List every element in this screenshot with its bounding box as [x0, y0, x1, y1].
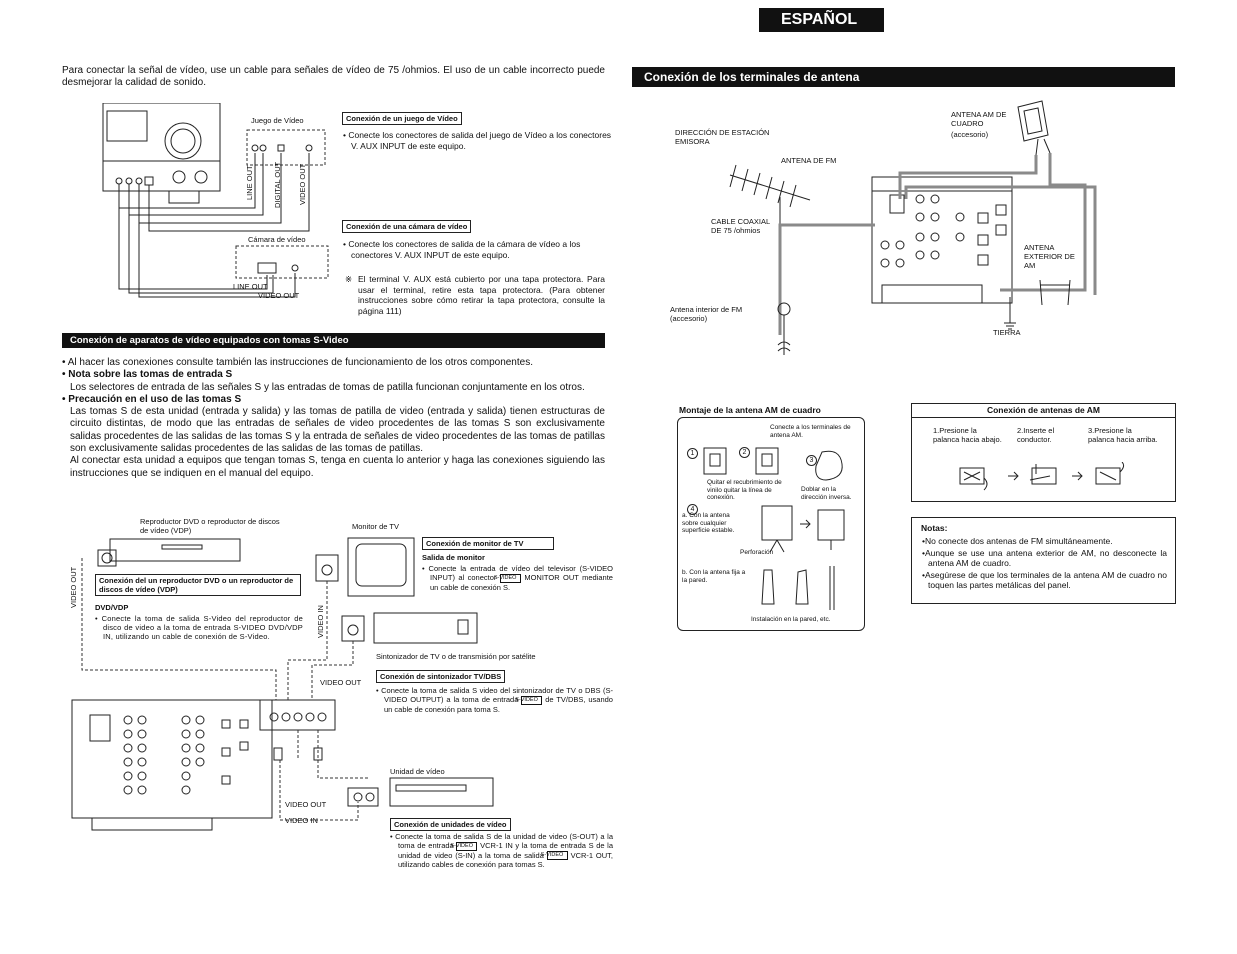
- assembly-wall-text: Instalación en la pared, etc.: [751, 616, 831, 623]
- line-out-label: LINE OUT: [245, 165, 254, 200]
- assembly-a-text: a. Con la antena sobre cualquier superfi…: [682, 512, 735, 534]
- note-mark: ※: [345, 274, 353, 284]
- note-text: El terminal V. AUX está cubierto por una…: [358, 274, 605, 316]
- am-connection-panel: [911, 403, 1176, 502]
- svideo-body: • Al hacer las conexiones consulte tambi…: [62, 357, 605, 480]
- svideo-p3: Las tomas S de esta unidad (entrada y sa…: [70, 406, 605, 455]
- camera-video-out-label: VIDEO OUT: [258, 291, 300, 300]
- svideo-tag: S-VIDEO: [515, 695, 543, 705]
- assembly-b-text: b. Con la antena fija a la pared.: [682, 569, 746, 584]
- monitor-text-a: • Conecte la entrada de vídeo del televi…: [422, 564, 613, 582]
- direction-label: DIRECCIÓN DE ESTACIÓN EMISORA: [675, 128, 770, 146]
- monitor-sub-title: Salida de monitor: [422, 553, 485, 562]
- dvd-sub-title: DVD/VDP: [95, 603, 129, 612]
- am-step-1: 1.Presione la palanca hacia abajo.: [933, 426, 1002, 444]
- svideo-h3: • Precaución en el uso de las tomas S: [62, 393, 242, 405]
- svideo-p1: • Al hacer las conexiones consulte tambi…: [62, 357, 533, 368]
- monitor-text-b: MONITOR OUT mediante un cable de conexió…: [430, 573, 613, 592]
- note-item: •Aunque se use una antena exterior de AM…: [922, 547, 1167, 569]
- intro-paragraph: Para conectar la señal de vídeo, use un …: [62, 65, 605, 89]
- svideo-h2: • Nota sobre las tomas de entrada S: [62, 369, 233, 381]
- step-1: 1: [687, 442, 698, 460]
- fm-indoor-label: Antena interior de FM: [670, 305, 743, 314]
- step-3: 3: [806, 449, 817, 467]
- video-game-camera-diagram: [102, 103, 329, 298]
- assembly-title: Montaje de la antena AM de cuadro: [679, 405, 821, 415]
- vcr-connection-title: Conexión de unidades de vídeo: [390, 818, 511, 831]
- video-out-label: VIDEO OUT: [298, 163, 307, 205]
- assembly-hole-text: Perforación: [740, 549, 774, 556]
- svideo-p2: Los selectores de entrada de las señales…: [70, 381, 585, 393]
- am-step-3: 3.Presione la palanca hacia arriba.: [1088, 426, 1158, 444]
- svideo-heading: Conexión de aparatos de vídeo equipados …: [62, 333, 605, 348]
- monitor-connection-text: • Conecte la entrada de vídeo del televi…: [422, 564, 613, 592]
- am-step-2: 2.Inserte el conductor.: [1017, 426, 1055, 444]
- video-game-label: Juego de Vídeo: [251, 116, 304, 125]
- tuner-video-out-label: VIDEO OUT: [320, 678, 362, 687]
- dvd-connection-text: • Conecte la toma de salida S-Video del …: [95, 614, 303, 641]
- am-connection-title: Conexión de antenas de AM: [986, 405, 1101, 415]
- tv-monitor-label: Monitor de TV: [352, 522, 399, 531]
- monitor-connection-title: Conexión de monitor de TV: [422, 537, 554, 550]
- am-outdoor-label: ANTENA EXTERIOR DE AM: [1024, 243, 1075, 270]
- step-4: 4: [687, 498, 698, 516]
- tuner-text-b: de TV/DBS, usando un cable de conexión p…: [384, 695, 613, 714]
- antenna-diagram: [729, 100, 1097, 355]
- game-connection-title: Conexión de un juego de Vídeo: [342, 112, 462, 125]
- assembly-remove-text: Quitar el recubrimiento de vinilo quitar…: [707, 479, 782, 501]
- camera-connection-text: • Conecte los conectores de salida de la…: [343, 239, 581, 260]
- vcr-text-a: • Conecte la toma de salida S de la unid…: [390, 832, 613, 850]
- vcr-connection-text: • Conecte la toma de salida S de la unid…: [390, 832, 613, 869]
- camera-connection-title: Conexión de una cámara de vídeo: [342, 220, 472, 233]
- am-loop-label: ANTENA AM DE CUADRO: [951, 110, 1007, 128]
- dvd-connection-title: Conexión del un reproductor DVD o un rep…: [95, 574, 301, 596]
- tuner-connection-title: Conexión de sintonizador TV/DBS: [376, 670, 506, 683]
- step-2: 2: [739, 441, 750, 459]
- am-title-divider: [911, 417, 1176, 418]
- dvd-player-label: Reproductor DVD o reproductor de discos …: [140, 517, 280, 535]
- tuner-text-a: • Conecte la toma de salida S video del …: [376, 686, 613, 704]
- antenna-heading: Conexión de los terminales de antena: [632, 67, 1175, 87]
- game-connection-text: • Conecte los conectores de salida del j…: [343, 130, 612, 151]
- note-item: •No conecte dos antenas de FM simultánea…: [922, 536, 1113, 546]
- fm-antenna-label: ANTENA DE FM: [781, 156, 837, 165]
- assembly-drawings: [703, 447, 845, 610]
- vcr-text-c: VCR-1 OUT, utilizando cables de conexión…: [398, 850, 613, 870]
- tuner-label: Sintonizador de TV o de transmisión por …: [376, 652, 536, 661]
- svideo-tag: S-VIDEO: [494, 573, 521, 583]
- assembly-connect-text: Conecte a los terminales de antena AM.: [770, 424, 851, 439]
- monitor-video-in-vertical: VIDEO IN: [316, 605, 325, 638]
- vcr-label: Unidad de vídeo: [390, 767, 445, 776]
- note-item: •Asegúrese de que los terminales de la a…: [922, 569, 1167, 591]
- vcr-video-in-label: VIDEO IN: [285, 816, 318, 825]
- svideo-tag: S-VIDEO: [450, 841, 478, 851]
- ground-label: TIERRA: [993, 328, 1021, 337]
- svideo-p4: Al conectar esta unidad a equipos que te…: [70, 455, 605, 479]
- camera-label: Cámara de vídeo: [248, 235, 306, 244]
- digital-out-label: DIGITAL OUT: [273, 161, 282, 208]
- coax-cable-label: CABLE COAXIAL DE 75 /ohmios: [711, 217, 770, 235]
- notes-list: •No conecte dos antenas de FM simultánea…: [922, 536, 1167, 591]
- am-connection-drawings: [959, 462, 1125, 491]
- notes-panel: [911, 517, 1176, 604]
- svideo-connection-diagram: [71, 537, 494, 831]
- am-loop-accessory: (accesorio): [951, 130, 989, 139]
- language-badge: ESPAÑOL: [759, 8, 884, 32]
- assembly-bend-text: Doblar en la dirección inversa.: [801, 486, 852, 501]
- vcr-text-b: VCR-1 IN y la toma de entrada S de la un…: [398, 841, 614, 860]
- camera-line-out-label: LINE OUT: [233, 282, 268, 291]
- assembly-panel: [677, 417, 865, 631]
- dvd-video-out-vertical: VIDEO OUT: [69, 566, 78, 608]
- fm-indoor-accessory: (accesorio): [670, 314, 708, 323]
- vcr-video-out-label: VIDEO OUT: [285, 800, 327, 809]
- notes-title: Notas:: [921, 523, 948, 533]
- tuner-connection-text: • Conecte la toma de salida S video del …: [376, 686, 613, 714]
- svideo-tag: S-VIDEO: [541, 851, 568, 861]
